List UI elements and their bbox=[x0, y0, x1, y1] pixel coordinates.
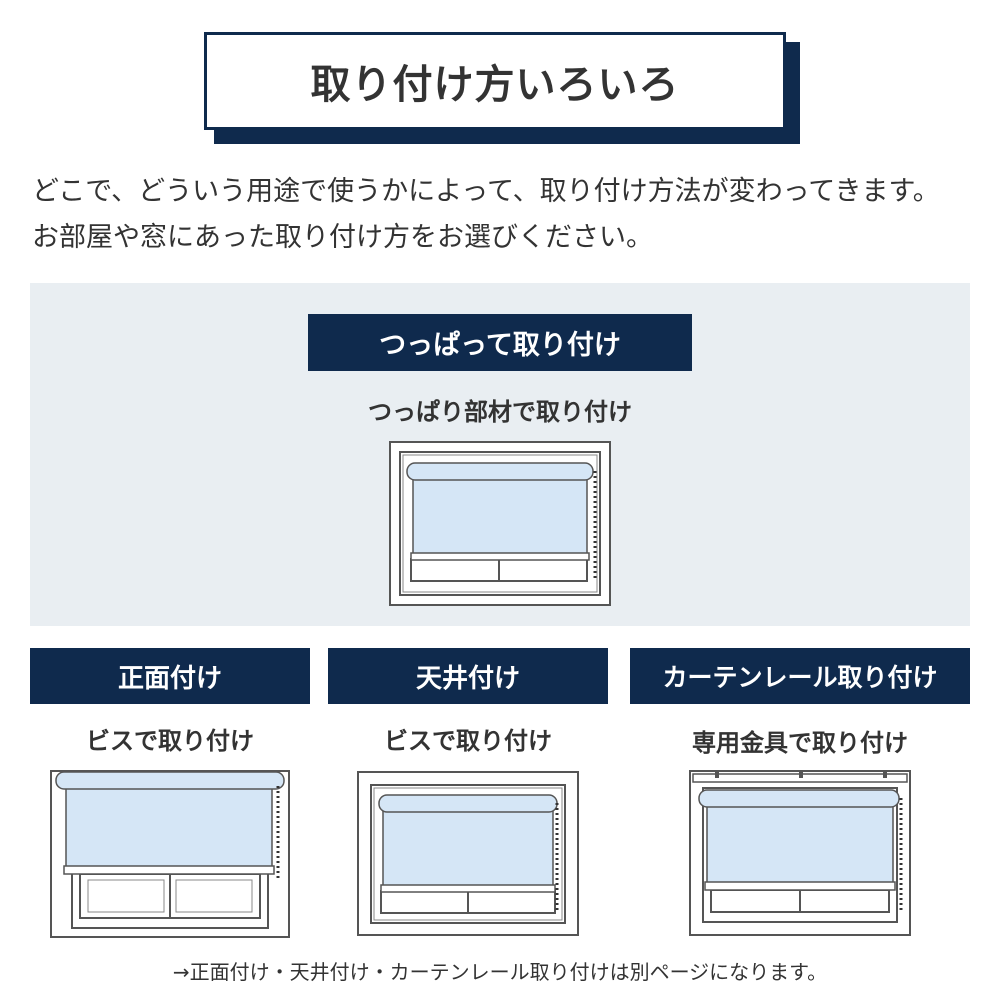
method-banner-curtain-rail: カーテンレール取り付け bbox=[630, 648, 970, 704]
featured-method-description: つっぱり部材で取り付け bbox=[368, 398, 632, 426]
method-description-front: ビスで取り付け bbox=[86, 727, 254, 755]
method-banner-front: 正面付け bbox=[30, 648, 310, 704]
featured-method-banner: つっぱって取り付け bbox=[308, 314, 692, 371]
intro-line-2: お部屋や窓にあった取り付け方をお選びください。 bbox=[32, 222, 653, 253]
page-title: 取り付け方いろいろ bbox=[204, 32, 786, 130]
curtain-rail-mount-illustration bbox=[689, 770, 911, 936]
intro-line-1: どこで、どういう用途で使うかによって、取り付け方法が変わってきます。 bbox=[32, 176, 940, 207]
front-mount-illustration bbox=[50, 770, 290, 938]
tension-mount-illustration bbox=[389, 441, 611, 606]
footnote: →正面付け・天井付け・カーテンレール取り付けは別ページになります。 bbox=[172, 960, 828, 984]
method-description-curtain-rail: 専用金具で取り付け bbox=[692, 729, 908, 757]
method-banner-ceiling: 天井付け bbox=[328, 648, 608, 704]
method-description-ceiling: ビスで取り付け bbox=[384, 727, 552, 755]
ceiling-mount-illustration bbox=[357, 771, 579, 936]
